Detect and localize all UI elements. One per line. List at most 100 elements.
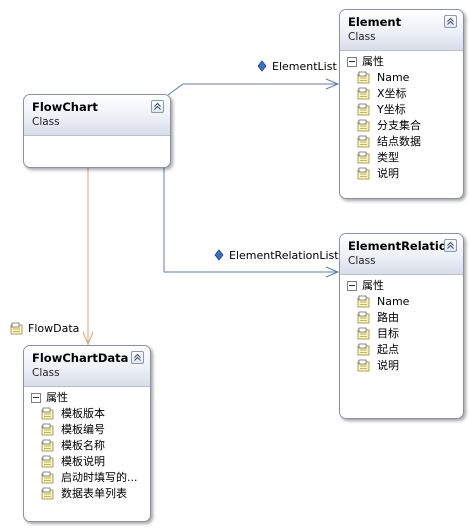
arrowhead-flowdata xyxy=(82,331,94,346)
property-name: 类型 xyxy=(377,151,399,164)
property-icon xyxy=(357,311,371,329)
class-header: FlowChartData Class xyxy=(24,346,150,387)
property-name: 模板版本 xyxy=(61,407,105,420)
section-label: 属性 xyxy=(362,279,384,292)
class-header: FlowChart Class xyxy=(24,95,170,136)
property-row[interactable]: 说明 xyxy=(340,358,463,374)
property-icon xyxy=(41,439,55,457)
property-name: X坐标 xyxy=(377,87,407,100)
property-name: Name xyxy=(377,71,410,84)
class-header: Element Class xyxy=(340,10,463,51)
property-name: 模板名称 xyxy=(61,439,105,452)
property-name: 说明 xyxy=(377,167,399,180)
association-label-elementrelationlist: ElementRelationList xyxy=(214,249,339,263)
association-line-elementlist[interactable] xyxy=(167,83,338,96)
property-icon xyxy=(357,343,371,361)
class-box-flowchart[interactable]: FlowChart Class xyxy=(23,94,171,168)
property-name: Name xyxy=(377,295,410,308)
property-icon xyxy=(357,167,371,185)
property-icon xyxy=(10,322,23,335)
property-row[interactable]: 启动时填写的... xyxy=(24,470,150,486)
association-name: ElementList xyxy=(272,60,337,73)
property-row[interactable]: 分支集合 xyxy=(340,118,463,134)
property-row[interactable]: 类型 xyxy=(340,150,463,166)
property-icon xyxy=(357,151,371,169)
association-property-icon xyxy=(257,60,267,72)
property-icon xyxy=(41,423,55,441)
collapse-toggle-icon[interactable] xyxy=(444,239,457,252)
class-body: 属性 Name 路由目标起点说明 xyxy=(340,278,463,374)
property-row[interactable]: 模板名称 xyxy=(24,438,150,454)
class-name: FlowChart xyxy=(32,100,98,114)
property-name: 起点 xyxy=(377,343,399,356)
property-row[interactable]: 模板编号 xyxy=(24,422,150,438)
property-name: Y坐标 xyxy=(377,103,406,116)
property-row[interactable]: 起点 xyxy=(340,342,463,358)
section-label: 属性 xyxy=(362,55,384,68)
property-row[interactable]: Name xyxy=(340,294,463,310)
class-box-flowchartdata[interactable]: FlowChartData Class 属性 模板版本模板编号模板名称模板说明启… xyxy=(23,345,151,522)
property-row[interactable]: 模板说明 xyxy=(24,454,150,470)
property-icon xyxy=(41,455,55,473)
property-icon xyxy=(41,407,55,425)
property-icon xyxy=(357,135,371,153)
arrowhead-elementlist xyxy=(325,78,340,90)
collapse-section-icon[interactable] xyxy=(31,393,41,403)
property-row[interactable]: 结点数据 xyxy=(340,134,463,150)
property-row[interactable]: Y坐标 xyxy=(340,102,463,118)
property-name: 说明 xyxy=(377,359,399,372)
property-icon xyxy=(357,71,371,89)
property-icon xyxy=(357,295,371,313)
property-name: 数据表单列表 xyxy=(61,487,127,500)
property-row[interactable]: 路由 xyxy=(340,310,463,326)
property-row[interactable]: 说明 xyxy=(340,166,463,182)
property-icon xyxy=(357,119,371,137)
property-name: 模板编号 xyxy=(61,423,105,436)
properties-section-header[interactable]: 属性 xyxy=(340,54,463,70)
property-name: 目标 xyxy=(377,327,399,340)
property-icon xyxy=(41,487,55,505)
class-body: 属性 模板版本模板编号模板名称模板说明启动时填写的... 数据表单列表 xyxy=(24,390,150,502)
property-name: 模板说明 xyxy=(61,455,105,468)
property-row[interactable]: 目标 xyxy=(340,326,463,342)
arrowhead-elementrelationlist xyxy=(325,266,340,278)
class-kind: Class xyxy=(348,255,376,267)
properties-section-header[interactable]: 属性 xyxy=(340,278,463,294)
association-property-icon xyxy=(214,249,224,261)
property-row[interactable]: 数据表单列表 xyxy=(24,486,150,502)
property-icon xyxy=(357,87,371,105)
property-icon xyxy=(357,359,371,377)
collapse-toggle-icon[interactable] xyxy=(131,351,144,364)
properties-section-header[interactable]: 属性 xyxy=(24,390,150,406)
property-icon xyxy=(357,327,371,345)
collapse-toggle-icon[interactable] xyxy=(444,15,457,28)
collapse-section-icon[interactable] xyxy=(347,281,357,291)
association-line-elementrelationlist[interactable] xyxy=(163,160,338,273)
association-name: ElementRelationList xyxy=(229,249,339,262)
property-list: Name 路由目标起点说明 xyxy=(340,294,463,374)
class-name: Element xyxy=(348,15,402,29)
class-name: FlowChartData xyxy=(32,351,129,365)
class-kind: Class xyxy=(32,367,60,379)
association-name: FlowData xyxy=(28,322,80,335)
property-row[interactable]: X坐标 xyxy=(340,86,463,102)
collapse-section-icon[interactable] xyxy=(347,57,357,67)
class-name: ElementRelation xyxy=(348,239,455,253)
class-kind: Class xyxy=(32,116,60,128)
property-name: 结点数据 xyxy=(377,135,421,148)
association-label-elementlist: ElementList xyxy=(257,60,337,74)
property-icon xyxy=(357,103,371,121)
property-name: 分支集合 xyxy=(377,119,421,132)
section-label: 属性 xyxy=(46,391,68,404)
property-list: 模板版本模板编号模板名称模板说明启动时填写的... 数据表单列表 xyxy=(24,406,150,502)
collapse-toggle-icon[interactable] xyxy=(151,100,164,113)
property-icon xyxy=(41,471,55,489)
property-row[interactable]: 模板版本 xyxy=(24,406,150,422)
class-box-elementrelation[interactable]: ElementRelation Class 属性 Name 路由目标起点说明 xyxy=(339,233,464,419)
property-row[interactable]: Name xyxy=(340,70,463,86)
property-name: 启动时填写的... xyxy=(61,471,138,484)
